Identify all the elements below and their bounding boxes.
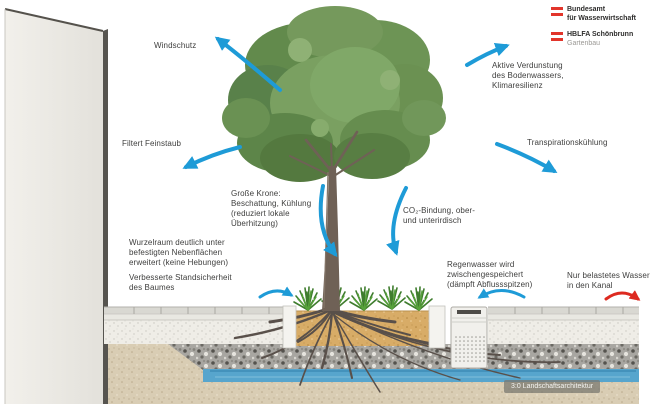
credit-badge: 3:0 Landschaftsarchitektur	[504, 380, 601, 393]
transpiration-arrow-icon	[495, 142, 558, 174]
regenwasser-arrow-icon	[477, 288, 526, 299]
wasser-in-beet-arrow-icon	[258, 286, 294, 299]
pavement-right	[488, 306, 639, 344]
label-standsicherheit: Verbesserte Standsicherheit des Baumes	[129, 273, 232, 292]
label-transpirationskuehlung: Transpirationskühlung	[527, 138, 608, 147]
logo-hblfa-line1: HBLFA Schönbrunn	[567, 31, 634, 38]
label-kanal: Nur belastetes Wasser in den Kanal	[567, 271, 650, 290]
label-wurzelraum: Wurzelraum deutlich unter befestigten Ne…	[129, 238, 229, 267]
feinstaub-arrow-icon	[182, 145, 242, 169]
verdunstung-arrow-icon	[465, 43, 510, 67]
flow-arrows	[182, 36, 558, 299]
logo-bundesamt-line1: Bundesamt	[567, 6, 606, 13]
label-grosse-krone: Große Krone: Beschattung, Kühlung (reduz…	[231, 189, 312, 228]
krone-arrow-icon	[318, 184, 338, 258]
drain-shaft	[450, 306, 488, 369]
water-layer	[203, 369, 639, 382]
label-aktive-verdunstung: Aktive Verdunstung des Bodenwassers, Kli…	[492, 61, 564, 90]
understory-grasses	[293, 285, 433, 311]
label-windschutz: Windschutz	[154, 41, 197, 50]
label-filtert-feinstaub: Filtert Feinstaub	[122, 139, 182, 148]
gravel-layer	[168, 344, 639, 370]
label-regenwasser: Regenwasser wird zwischengespeichert (dä…	[447, 260, 533, 289]
logo-bundesamt: Bundesamt für Wasserwirtschaft	[551, 6, 636, 23]
windschutz-arrow-icon	[214, 36, 282, 92]
logo-bundesamt-line2: für Wasserwirtschaft	[567, 14, 636, 22]
kanal-arrow-icon	[604, 290, 641, 301]
label-co2-bindung: CO₂-Bindung, ober- und unterirdisch	[403, 206, 476, 225]
logo-hblfa-line2: Gartenbau	[567, 39, 601, 47]
logo-block: Bundesamt für Wasserwirtschaft HBLFA Sch…	[551, 6, 636, 56]
co2-arrow-icon	[386, 186, 408, 256]
austria-flag-icon	[551, 7, 563, 16]
tree-trunk	[289, 130, 375, 311]
building-wall	[4, 8, 108, 404]
tree-canopy	[222, 6, 446, 182]
curb-right	[428, 305, 446, 349]
pavement-left	[104, 306, 296, 344]
curb-left	[282, 305, 297, 349]
austria-flag-icon	[551, 32, 563, 41]
logo-hblfa: HBLFA Schönbrunn Gartenbau	[551, 31, 636, 48]
